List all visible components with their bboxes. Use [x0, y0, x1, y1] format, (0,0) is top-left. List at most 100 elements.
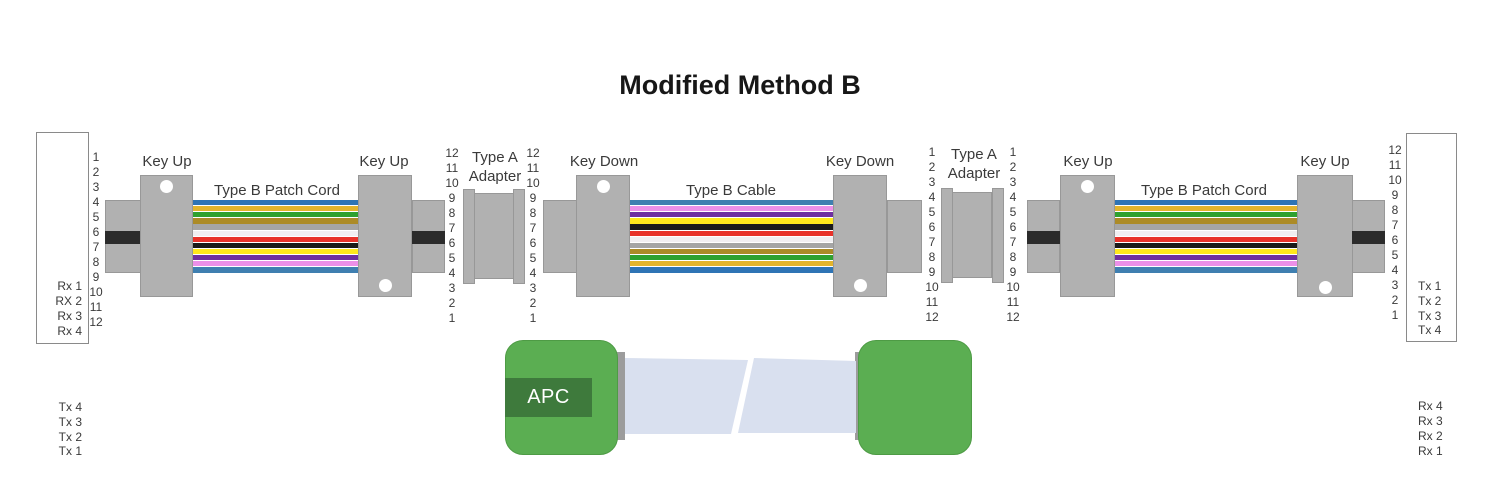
pin-number: 10 — [526, 175, 540, 190]
fiber-stripe-slate — [1115, 224, 1297, 230]
pin-number: 12 — [526, 145, 540, 160]
fiber-stripe-violet — [630, 212, 833, 218]
fiber-stripe-orange — [193, 206, 358, 212]
pin-number: 8 — [1009, 249, 1017, 264]
connector-label: Key Down — [569, 153, 639, 170]
pin-number: 11 — [1388, 158, 1402, 172]
pin-number: 6 — [529, 235, 537, 250]
fiber-stripe-brown — [1115, 218, 1297, 224]
connector-label: Key Up — [1063, 153, 1113, 170]
pin-number: 8 — [928, 249, 936, 264]
pin-number: 3 — [928, 174, 936, 189]
mpo-ferrule — [1027, 200, 1060, 273]
fiber-stripe-rose — [630, 206, 833, 212]
mpo-connector-key-up — [1297, 175, 1353, 297]
pin-number: 8 — [1391, 203, 1399, 217]
port-label: RX 2 — [55, 294, 82, 308]
key-stripe — [1352, 231, 1385, 244]
port-label: Rx 2 — [1418, 429, 1443, 443]
adapter-label: Type A Adapter — [948, 145, 1001, 183]
port-label: Rx 1 — [57, 279, 82, 293]
port-label: Rx 4 — [1418, 399, 1443, 413]
pin-number: 6 — [928, 219, 936, 234]
apc-cable-sleeve — [625, 358, 748, 434]
pin-number: 3 — [1009, 174, 1017, 189]
fiber-stripe-brown — [193, 218, 358, 224]
adapter-flange — [513, 189, 525, 284]
pin-number: 10 — [89, 284, 103, 299]
pin-number: 4 — [529, 265, 537, 280]
pin-number: 10 — [445, 175, 459, 190]
fiber-stripe-yellow — [1115, 248, 1297, 255]
ribbon-patch-cord-left — [193, 200, 358, 273]
pin-number: 3 — [529, 280, 537, 295]
pin-number: 5 — [1391, 248, 1399, 262]
pin-number: 6 — [448, 235, 456, 250]
fiber-stripe-green — [193, 212, 358, 218]
pin-number: 12 — [1006, 309, 1020, 324]
fiber-stripe-yellow — [630, 218, 833, 224]
port-label: Rx 1 — [1418, 444, 1443, 458]
right-terminal-box: Tx 1 Tx 2 Tx 3 Tx 4 Rx 4 Rx 3 Rx 2 Rx 1 — [1406, 133, 1457, 458]
mpo-ferrule — [887, 200, 922, 273]
pin-number: 1 — [529, 310, 537, 325]
cable-label: Type B Cable — [685, 182, 777, 199]
fiber-stripe-orange — [630, 261, 833, 267]
pin-number: 7 — [1391, 218, 1399, 232]
fiber-stripe-blue — [630, 267, 833, 273]
pin-number: 1 — [448, 310, 456, 325]
apc-label-band: APC — [505, 378, 592, 417]
pin-number: 11 — [925, 294, 939, 309]
port-label: Tx 4 — [1418, 323, 1442, 337]
pin-number: 2 — [529, 295, 537, 310]
cable-label: Type B Patch Cord — [214, 182, 340, 199]
pin-number: 10 — [925, 279, 939, 294]
apc-boot-bar — [615, 352, 625, 440]
fiber-stripe-white — [193, 230, 358, 236]
fiber-stripe-violet — [1115, 255, 1297, 261]
adapter-label-line2: Adapter — [947, 165, 1001, 182]
key-hole — [160, 180, 173, 193]
pin-number: 8 — [448, 205, 456, 220]
pin-number: 9 — [1391, 188, 1399, 202]
pin-number: 7 — [92, 239, 100, 254]
pin-number: 9 — [92, 269, 100, 284]
mpo-ferrule — [105, 200, 141, 273]
port-label: Tx 4 — [58, 400, 82, 414]
apc-connector-right — [858, 340, 972, 455]
pin-number: 7 — [448, 220, 456, 235]
pin-number: 4 — [448, 265, 456, 280]
pin-number: 9 — [928, 264, 936, 279]
pin-number: 6 — [92, 224, 100, 239]
fiber-stripe-rose — [1115, 261, 1297, 267]
port-label: Tx 2 — [58, 430, 82, 444]
port-label: Rx 4 — [57, 324, 82, 338]
pin-number: 9 — [529, 190, 537, 205]
fiber-stripe-green — [630, 255, 833, 261]
connector-label: Key Up — [1300, 153, 1350, 170]
key-stripe — [1027, 231, 1060, 244]
pin-number: 9 — [448, 190, 456, 205]
pin-number: 10 — [1388, 173, 1402, 187]
pin-number: 7 — [928, 234, 936, 249]
port-label: Tx 3 — [1418, 309, 1442, 323]
fiber-stripe-blue — [1115, 200, 1297, 206]
fiber-stripe-red — [1115, 236, 1297, 242]
mpo-ferrule — [543, 200, 577, 273]
adapter-flange — [992, 188, 1004, 283]
fiber-stripe-black — [1115, 242, 1297, 249]
fiber-stripe-violet — [193, 255, 358, 261]
adapter-label-line2: Adapter — [468, 168, 522, 185]
type-a-adapter — [952, 192, 992, 278]
pin-number: 11 — [526, 160, 540, 175]
pin-number: 5 — [529, 250, 537, 265]
pin-number: 6 — [1391, 233, 1399, 247]
key-hole — [597, 180, 610, 193]
fiber-stripe-white — [1115, 230, 1297, 236]
pin-number: 4 — [92, 194, 100, 209]
key-hole — [1081, 180, 1094, 193]
connector-label: Key Down — [825, 153, 895, 170]
pin-number: 12 — [445, 145, 459, 160]
port-label: Tx 1 — [1418, 279, 1442, 293]
